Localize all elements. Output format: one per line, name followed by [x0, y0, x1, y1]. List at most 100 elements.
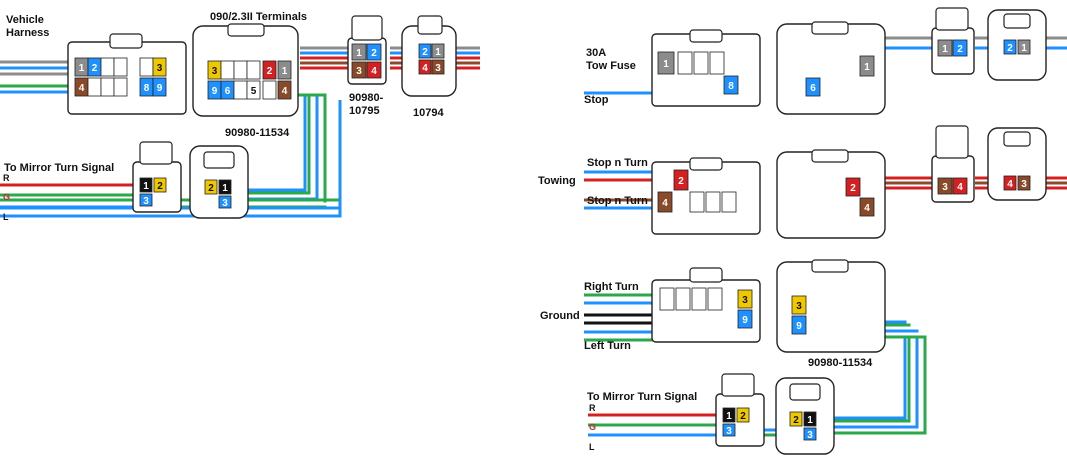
mirror-pin [803, 427, 817, 441]
mirror-return-wire-right [830, 332, 923, 432]
row1-pin [657, 51, 675, 75]
pin-number: 8 [144, 83, 150, 94]
mirror-return-wire-right [830, 320, 907, 420]
pin-number: 2 [957, 44, 963, 55]
pin-number: 4 [422, 63, 428, 74]
row2-plug-latch [689, 157, 723, 171]
row1-pin [693, 51, 709, 75]
pin-number: 3 [742, 295, 748, 306]
terminal-pin [262, 60, 277, 80]
pin-number: 2 [267, 66, 273, 77]
pin-number: 4 [864, 203, 870, 214]
pin-number: 2 [92, 63, 98, 74]
mirror-long-wire [0, 100, 342, 218]
row2-pin [657, 191, 673, 213]
pin-number: 6 [225, 86, 231, 97]
row1-pin [709, 51, 725, 75]
mirror-plug-latch-left [139, 141, 173, 165]
wire-r-label-left: R [3, 173, 10, 183]
mirror-pin [204, 179, 218, 195]
row3-socket-pin [791, 315, 807, 335]
pin-number: 1 [79, 63, 85, 74]
stop-n-turn-bottom-label: Stop n Turn [587, 195, 648, 207]
stop-n-turn-top-label: Stop n Turn [587, 157, 648, 169]
row3-pin [737, 289, 753, 309]
small-pin [351, 43, 367, 61]
pin-number: 2 [1007, 43, 1013, 54]
harness-pin [113, 57, 128, 77]
row1-small-socket [987, 9, 1047, 81]
towing-label: Towing [538, 175, 576, 187]
pin-number: 2 [678, 176, 684, 187]
row2-socket [776, 151, 886, 239]
row1-socket-pin [805, 77, 821, 97]
wire-g-label-left: G [3, 192, 11, 202]
pin-number: 9 [742, 315, 748, 326]
terminal-pin [246, 80, 261, 100]
mirror-pin [218, 195, 232, 209]
pin-number: 3 [435, 63, 441, 74]
terminal-pin [233, 80, 248, 100]
pin-number: 1 [726, 411, 732, 422]
pin-number: 9 [157, 83, 163, 94]
harness-pin [87, 77, 102, 97]
mirror-socket-latch-right [789, 383, 821, 401]
pin-number: 3 [726, 426, 732, 437]
mirror-turn-signal-label-left: To Mirror Turn Signal [4, 162, 115, 174]
row2-small-socket [987, 127, 1047, 201]
pin-number: 1 [282, 66, 288, 77]
mirror-return-wire-right [830, 323, 911, 423]
mirror-return-wire-right [830, 329, 919, 429]
row2-small-plug-latch [935, 125, 969, 159]
stop-label: Stop [584, 94, 609, 106]
pin-number: 4 [282, 86, 288, 97]
vehicle-harness-label: Vehicle Harness [6, 14, 50, 39]
harness-pin [100, 57, 115, 77]
row3-plug-latch [689, 267, 723, 283]
part-number-10794: 10794 [413, 107, 444, 119]
pin-number: 3 [212, 66, 218, 77]
row3-socket-pin [791, 295, 807, 315]
pin-number: 1 [807, 415, 813, 426]
part-number-11534-left: 90980-11534 [225, 127, 290, 139]
row3-pin [737, 309, 753, 329]
harness-pin [113, 77, 128, 97]
pin-number: 4 [1007, 179, 1013, 190]
pin-number: 1 [942, 44, 948, 55]
part-number-10795: 90980- 10795 [349, 92, 384, 117]
row2-socket-pin [845, 177, 861, 197]
small-pin [431, 43, 445, 59]
row1-socket-pin [859, 55, 875, 77]
pin-number: 3 [222, 198, 228, 209]
pin-number: 3 [356, 66, 362, 77]
row2-pin [689, 191, 705, 213]
pin-number: 3 [942, 182, 948, 193]
pin-number: 2 [740, 411, 746, 422]
pin-number: 9 [212, 86, 218, 97]
small-pin [366, 43, 382, 61]
pin-number: 3 [1021, 179, 1027, 190]
right-turn-label: Right Turn [584, 281, 639, 293]
pin-number: 2 [793, 415, 799, 426]
vehicle-harness-latch [109, 33, 143, 49]
small-pin [937, 177, 953, 195]
pin-number: 3 [143, 196, 149, 207]
small-pin [1003, 175, 1017, 191]
small-pin [418, 59, 432, 75]
wire-l-label-right: L [589, 442, 595, 452]
small-pin [952, 177, 968, 195]
wire-g-label-right: G [589, 422, 597, 432]
row3-pin [659, 287, 675, 311]
mirror-pin [153, 177, 167, 193]
pin-number: 5 [251, 86, 257, 97]
pin-number: 3 [796, 301, 802, 312]
small-pin [1003, 39, 1017, 55]
tow-fuse-label: 30A Tow Fuse [586, 47, 636, 72]
row1-plug-latch [689, 29, 723, 43]
harness-pin [139, 57, 154, 77]
pin-number: 4 [957, 182, 963, 193]
row2-small-socket-latch [1003, 131, 1031, 147]
mirror-plug-latch-right [721, 373, 755, 397]
connector-10795-latch [351, 15, 383, 41]
